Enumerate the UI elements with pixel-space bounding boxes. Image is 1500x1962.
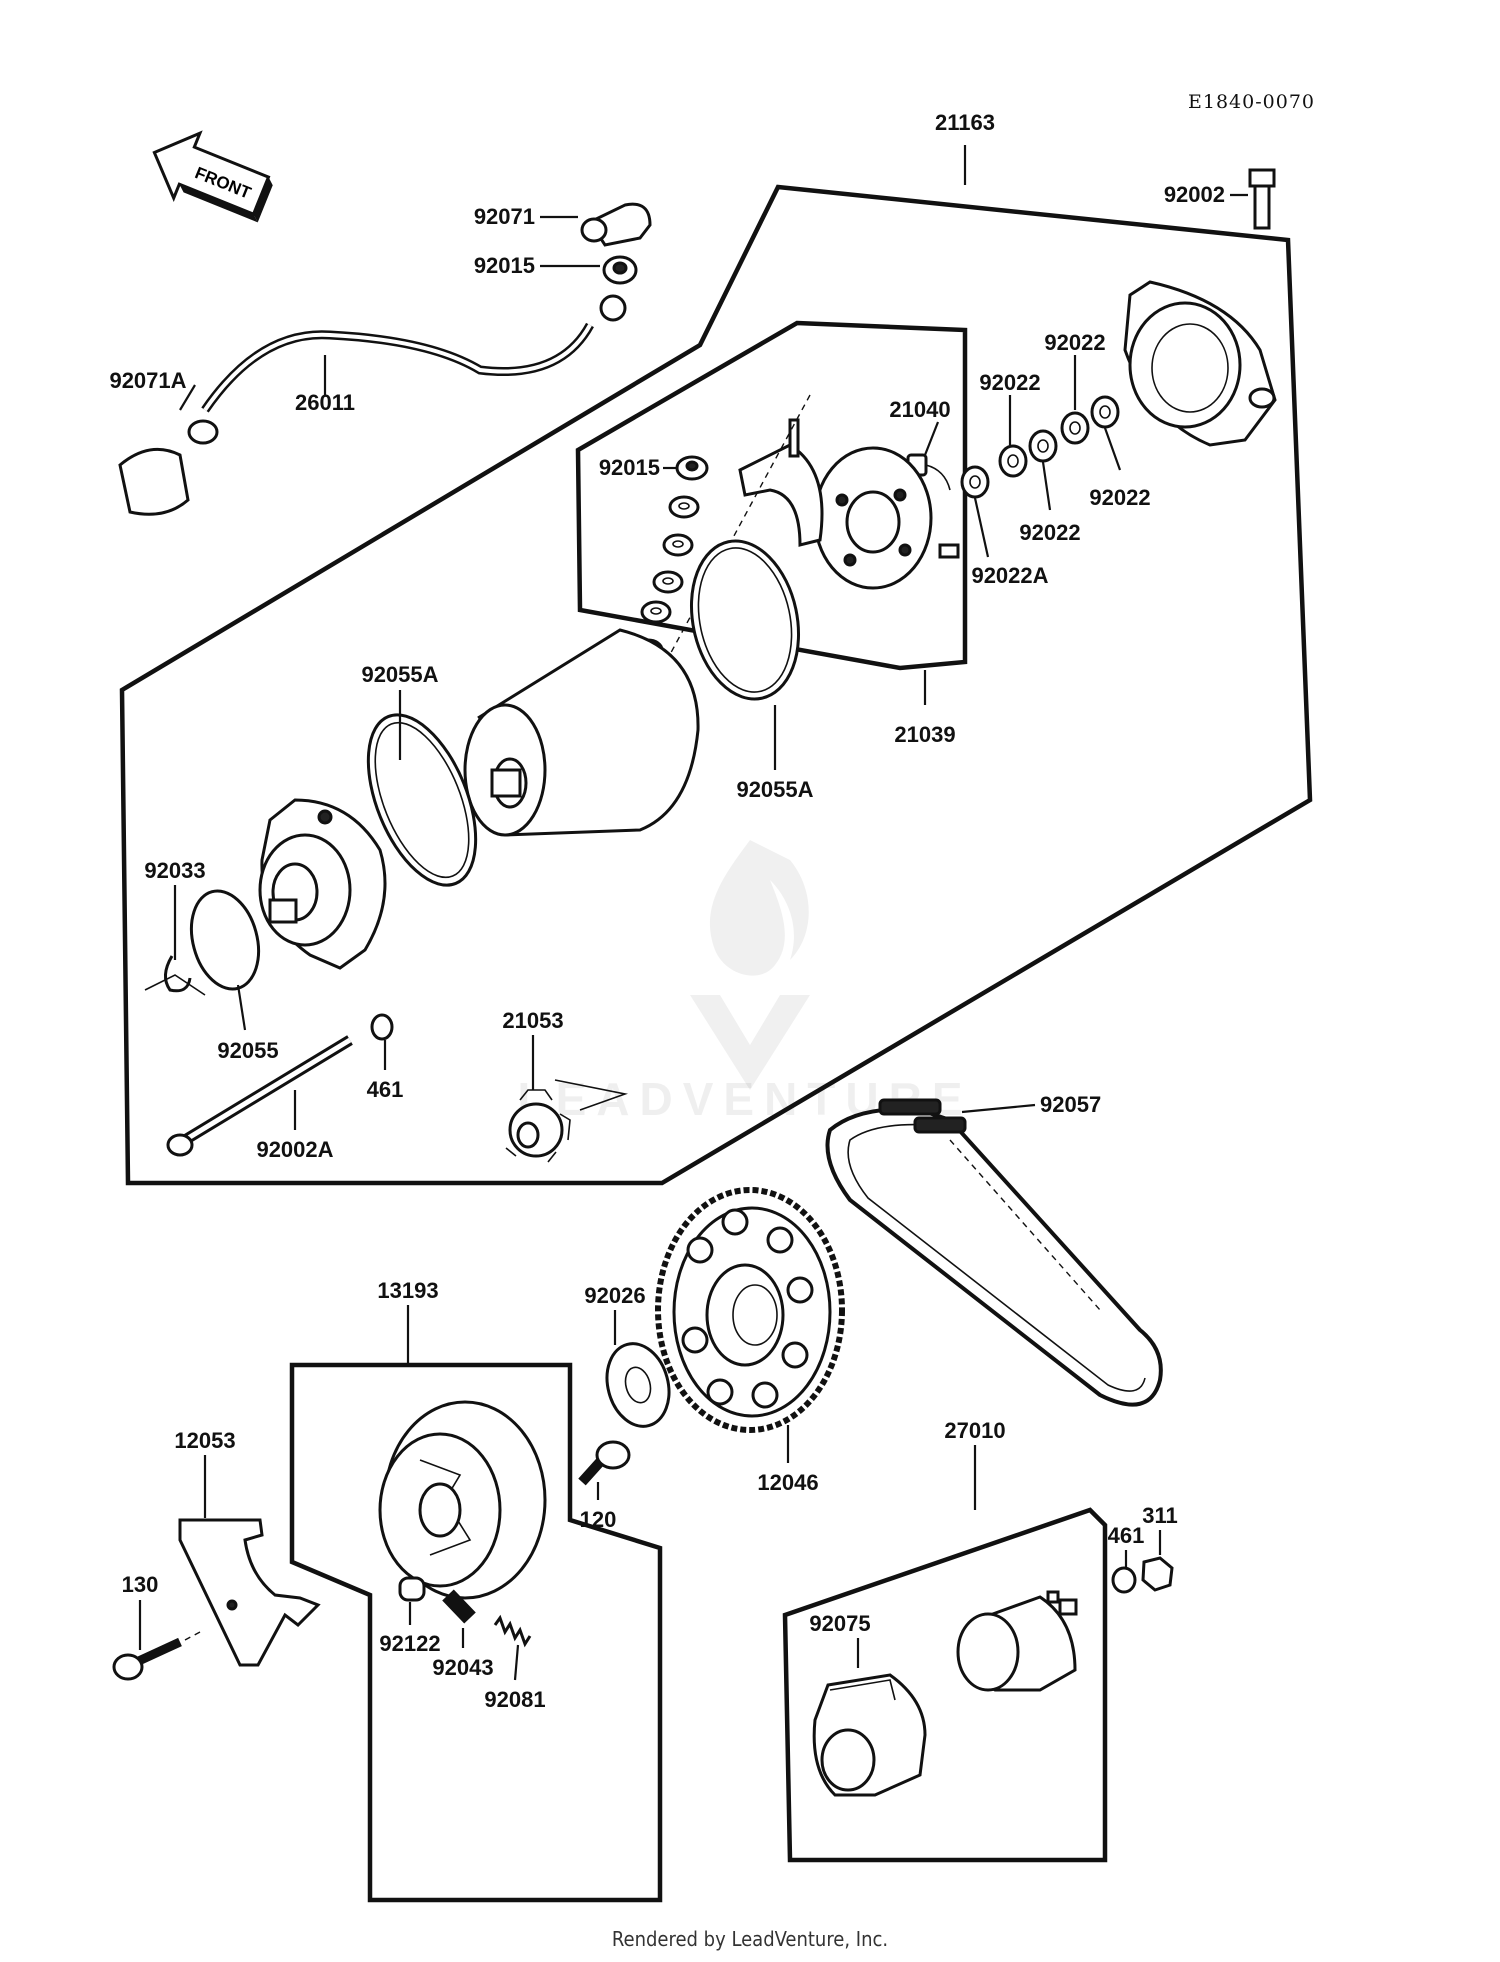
brush-holder-plate-part — [813, 446, 960, 590]
callout-92022-d: 92022 — [1089, 485, 1150, 510]
leader-lines — [138, 145, 1248, 1681]
circlip-part — [144, 955, 206, 996]
callout-92071: 92071 — [474, 204, 535, 229]
bolt-120-part — [578, 1440, 631, 1486]
reference-code: E1840-0070 — [1188, 91, 1315, 113]
callout-461-bottom: 461 — [1108, 1523, 1145, 1548]
callout-92022-a: 92022 — [1044, 330, 1105, 355]
washer-461-top-part — [370, 1013, 394, 1041]
callout-92002A: 92002A — [256, 1137, 333, 1162]
callout-labels: 21163 92002 92071 92015 92071A 26011 920… — [109, 110, 1225, 1712]
callout-26011: 26011 — [295, 390, 355, 415]
cover-bracket-part — [178, 1518, 321, 1667]
pinion-gear-part — [505, 1079, 628, 1163]
starter-motor-group-outline — [119, 184, 1313, 1186]
o-ring-large-part — [689, 539, 801, 701]
callout-92081: 92081 — [484, 1687, 545, 1712]
starter-cable-part — [187, 294, 627, 445]
bolt-130-part — [112, 1631, 201, 1681]
clutch-spring-part — [493, 1614, 532, 1648]
starter-sprocket-part — [655, 1187, 845, 1433]
callout-92022-c: 92022 — [1019, 520, 1080, 545]
callout-92075: 92075 — [809, 1611, 870, 1636]
thrust-washer-part — [605, 1342, 671, 1428]
callout-92022A: 92022A — [971, 563, 1048, 588]
relay-cover-part — [812, 1673, 927, 1797]
callout-92002: 92002 — [1164, 182, 1225, 207]
washer-set-part — [960, 395, 1120, 499]
chain-part — [825, 1098, 1163, 1407]
callout-92033: 92033 — [144, 858, 205, 883]
starter-clutch-part — [378, 1400, 547, 1600]
callout-92022-b: 92022 — [979, 370, 1040, 395]
bolt-part — [1248, 168, 1276, 230]
callout-92043: 92043 — [432, 1655, 493, 1680]
nut-311-part — [1141, 1556, 1174, 1592]
watermark-logo: LEADVENTURE — [517, 840, 963, 1125]
callout-13193: 13193 — [377, 1278, 438, 1303]
motor-yoke-part — [463, 628, 700, 837]
clutch-pin-part — [442, 1589, 476, 1624]
callout-130: 130 — [122, 1572, 159, 1597]
front-cover-part — [258, 798, 387, 970]
relay-group-outline — [782, 1507, 1108, 1863]
callout-92122: 92122 — [379, 1631, 440, 1656]
rear-cover-part — [1123, 280, 1277, 447]
callout-461-top: 461 — [367, 1077, 404, 1102]
callout-92015-mid: 92015 — [599, 455, 660, 480]
callout-21040: 21040 — [889, 397, 950, 422]
callout-12053: 12053 — [174, 1428, 235, 1453]
nut-part — [602, 255, 638, 285]
brush-holder-group-outline — [575, 320, 968, 671]
callout-27010: 27010 — [944, 1418, 1005, 1443]
callout-92071A: 92071A — [109, 368, 186, 393]
o-ring-left-part — [366, 713, 478, 887]
starter-relay-part — [956, 1590, 1078, 1692]
callout-92055A-left: 92055A — [361, 662, 438, 687]
long-bolt-part — [166, 1035, 353, 1157]
callout-92057: 92057 — [1040, 1092, 1101, 1117]
terminal-cap-part — [580, 202, 652, 247]
starter-clutch-group-outline — [289, 1362, 663, 1903]
terminal-bracket-part — [738, 418, 824, 547]
front-arrow-icon: FRONT — [152, 130, 273, 223]
o-ring-small-part — [189, 889, 261, 991]
callout-120: 120 — [580, 1507, 617, 1532]
clutch-roller-part — [398, 1576, 426, 1602]
callout-92026: 92026 — [584, 1283, 645, 1308]
callout-21163: 21163 — [935, 110, 995, 135]
callout-92055A-right: 92055A — [736, 777, 813, 802]
rubber-boot-part — [118, 447, 190, 516]
callout-92015-top: 92015 — [474, 253, 535, 278]
callout-21039: 21039 — [894, 722, 955, 747]
callout-311: 311 — [1142, 1503, 1178, 1528]
callout-92055: 92055 — [217, 1038, 278, 1063]
footer-credit: Rendered by LeadVenture, Inc. — [612, 1927, 888, 1951]
callout-21053: 21053 — [502, 1008, 563, 1033]
washer-461-bottom-part — [1111, 1566, 1137, 1594]
callout-12046: 12046 — [757, 1470, 818, 1495]
